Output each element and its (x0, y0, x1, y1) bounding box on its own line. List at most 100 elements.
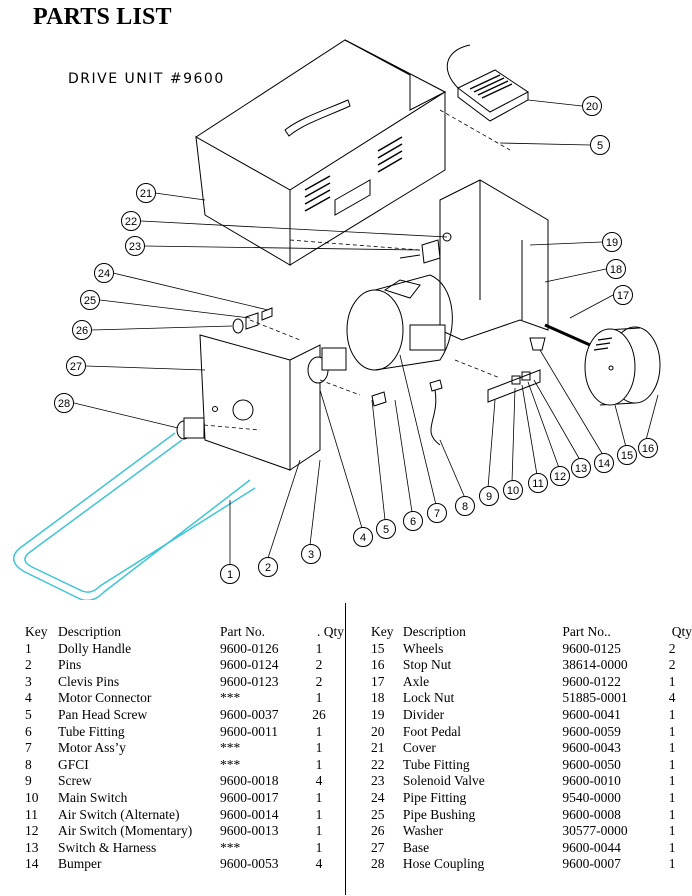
part-number: 9600-0043 (562, 740, 621, 756)
part-key: 25 (371, 806, 385, 822)
washer-part (232, 318, 244, 334)
callout-10: 10 (503, 480, 523, 500)
part-number: 9600-0010 (562, 773, 621, 789)
svg-text:22: 22 (125, 216, 137, 228)
part-key: 16 (371, 657, 385, 673)
svg-text:14: 14 (598, 458, 610, 470)
part-key: 21 (371, 740, 385, 756)
callout-27: 27 (66, 356, 86, 376)
header-description: Description (402, 624, 466, 639)
svg-text:25: 25 (84, 295, 96, 307)
svg-text:5: 5 (597, 140, 603, 152)
part-qty: 4 (315, 856, 323, 872)
part-description: Screw (58, 773, 92, 789)
solenoid-valve-part (399, 239, 441, 264)
part-qty: 1 (315, 723, 323, 739)
part-key: 20 (371, 723, 385, 739)
part-number: 9600-0037 (220, 706, 279, 722)
part-description: Tube Fitting (402, 756, 470, 772)
callout-7: 7 (427, 503, 447, 523)
callout-6: 6 (403, 511, 423, 531)
svg-text:20: 20 (586, 101, 598, 113)
part-description: Washer (402, 823, 444, 839)
header-part-no: Part No. (220, 624, 265, 639)
svg-text:17: 17 (617, 290, 629, 302)
svg-text:26: 26 (76, 325, 88, 337)
part-description: Motor Connector (58, 690, 152, 706)
part-qty: 26 (312, 706, 326, 722)
part-qty: 1 (668, 789, 676, 805)
part-qty: 1 (668, 806, 676, 822)
part-number: *** (220, 740, 241, 756)
part-number: 9600-0018 (220, 773, 279, 789)
table-row: 26 Washer 30577-0000 1 (371, 823, 692, 840)
callout-23: 23 (125, 236, 145, 256)
part-description: Base (402, 839, 430, 855)
header-description: Description (58, 624, 121, 639)
diagram-subtitle: DRIVE UNIT #9600 (68, 71, 225, 87)
hose-coupling-part (176, 417, 205, 440)
svg-text:28: 28 (58, 398, 70, 410)
column-divider (345, 603, 346, 895)
callout-5: 5 (376, 519, 396, 539)
callout-3: 3 (301, 544, 321, 564)
part-qty: 2 (315, 657, 323, 673)
svg-text:21: 21 (140, 188, 152, 200)
part-number: 9600-0125 (562, 640, 621, 656)
part-key: 26 (371, 823, 385, 839)
part-qty: 1 (668, 673, 676, 689)
svg-text:1: 1 (227, 569, 233, 581)
part-qty: 1 (668, 706, 676, 722)
part-qty: 1 (668, 856, 676, 872)
part-key: 4 (25, 690, 32, 706)
svg-text:5: 5 (383, 524, 389, 536)
page-title: PARTS LIST (33, 4, 172, 30)
bumper-part (529, 337, 546, 351)
part-description: Clevis Pins (58, 673, 120, 689)
svg-text:2: 2 (265, 562, 271, 574)
part-key: 2 (25, 657, 32, 673)
part-key: 1 (25, 640, 32, 656)
part-description: Pins (58, 657, 82, 673)
callout-28: 28 (54, 393, 74, 413)
part-description: Main Switch (58, 789, 128, 805)
part-key: 3 (25, 673, 32, 689)
callout-9: 9 (479, 486, 499, 506)
svg-text:8: 8 (462, 501, 468, 513)
part-description: Air Switch (Alternate) (58, 806, 180, 822)
part-description: Air Switch (Momentary) (58, 823, 193, 839)
svg-text:13: 13 (575, 463, 587, 475)
part-description: Axle (402, 673, 430, 689)
pipe-bushing-part (245, 312, 259, 330)
part-key: 27 (371, 839, 385, 855)
wheel-part (584, 326, 661, 406)
part-description: Cover (402, 740, 436, 756)
part-description: Hose Coupling (402, 856, 485, 872)
part-number: 51885-0001 (562, 690, 628, 706)
part-qty: 1 (315, 690, 323, 706)
svg-text:7: 7 (434, 508, 440, 520)
part-qty: 1 (668, 723, 676, 739)
part-qty: 1 (668, 823, 676, 839)
part-description: Pipe Bushing (402, 806, 476, 822)
part-key: 17 (371, 673, 385, 689)
part-number: 30577-0000 (562, 823, 628, 839)
svg-text:19: 19 (606, 237, 618, 249)
part-number: 9600-0008 (562, 806, 621, 822)
callout-8: 8 (455, 496, 475, 516)
part-number: 9600-0041 (562, 706, 621, 722)
part-number: 9600-0014 (220, 806, 279, 822)
svg-text:18: 18 (610, 264, 622, 276)
